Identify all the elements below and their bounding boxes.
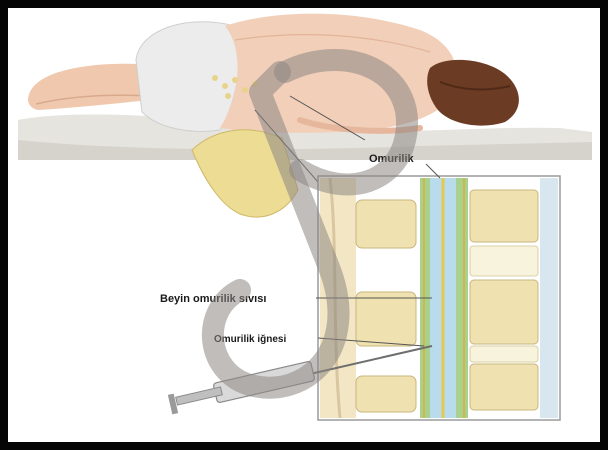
disc-2	[470, 346, 538, 362]
syringe-plunger	[176, 387, 223, 405]
vertebral-body-1	[470, 190, 538, 242]
patient-hair	[427, 60, 519, 126]
vertebra-process-1	[356, 200, 416, 248]
vertebra-process-2	[356, 292, 416, 346]
label-spinal-needle: Omurilik iğnesi	[214, 334, 286, 345]
disc-1	[470, 246, 538, 276]
patient-back	[220, 14, 458, 133]
patient-underwear	[136, 22, 240, 132]
vertebral-body-2	[470, 280, 538, 344]
vertebral-body-3	[470, 364, 538, 410]
patient-legs	[28, 64, 150, 110]
vertebra-process-3	[356, 376, 416, 412]
